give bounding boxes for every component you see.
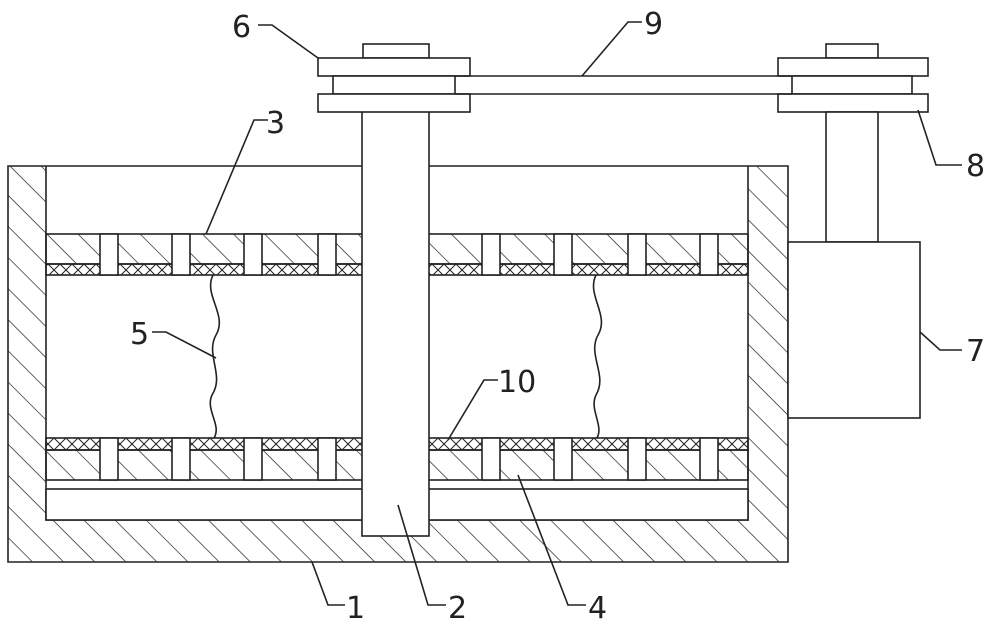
label-4: 4 — [588, 591, 607, 626]
motor — [787, 241, 921, 419]
right-pulley — [777, 43, 929, 113]
upper-plate-holes — [99, 233, 719, 276]
motor-shaft — [825, 111, 879, 243]
label-3: 3 — [266, 106, 285, 141]
break-line-right — [592, 274, 603, 439]
label-2: 2 — [448, 591, 467, 626]
lower-plate-holes — [99, 437, 719, 481]
label-1: 1 — [346, 591, 365, 626]
part-labels: 6 9 3 8 5 7 10 1 2 4 — [130, 7, 985, 626]
break-line-left — [209, 274, 221, 439]
label-5: 5 — [130, 317, 149, 352]
label-8: 8 — [966, 149, 985, 184]
left-pulley — [317, 43, 471, 113]
label-10: 10 — [498, 365, 536, 400]
belt — [455, 75, 792, 95]
central-shaft — [361, 109, 430, 537]
label-6: 6 — [232, 10, 251, 45]
label-7: 7 — [966, 334, 985, 369]
leader-lines — [152, 21, 962, 606]
label-9: 9 — [644, 7, 663, 42]
